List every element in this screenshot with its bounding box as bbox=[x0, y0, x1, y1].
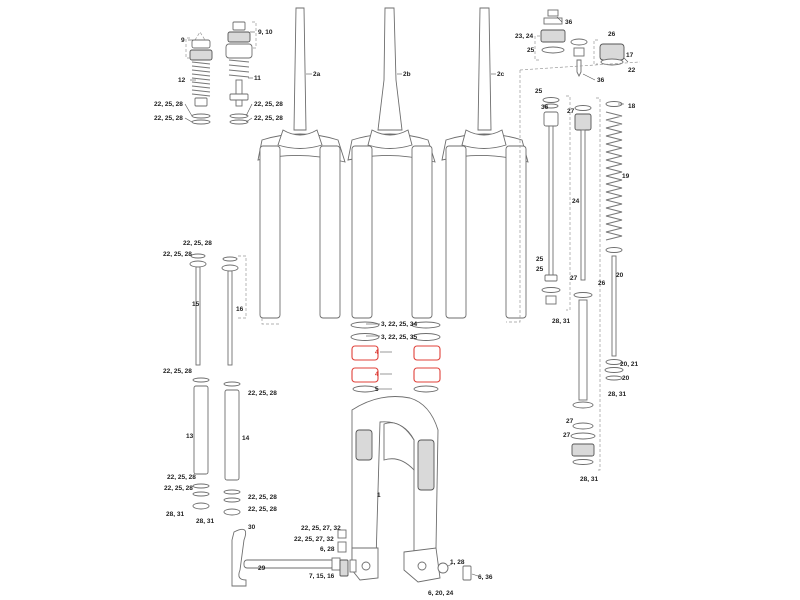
callout-22-25-28-k: 22, 25, 28 bbox=[248, 494, 277, 501]
callout-36-r1: 36 bbox=[541, 104, 549, 111]
callout-27-r1: 27 bbox=[567, 108, 575, 115]
callout-12: 12 bbox=[178, 77, 186, 84]
callout-22-25-28-a: 22, 25, 28 bbox=[154, 101, 183, 108]
callout-3-22-25-34: 3, 22, 25, 34 bbox=[381, 321, 418, 328]
leader-lines bbox=[184, 16, 629, 577]
callout-19: 19 bbox=[622, 173, 630, 180]
crown-steerer-2a bbox=[257, 7, 346, 325]
callout-7-15-16: 7, 15, 16 bbox=[309, 573, 335, 580]
callout-25-r1: 25 bbox=[535, 88, 543, 95]
callout-3-22-25-35: 3, 22, 25, 35 bbox=[381, 334, 418, 341]
axle-29 bbox=[231, 528, 341, 587]
callout-22-25-28-d: 22, 25, 28 bbox=[254, 115, 283, 122]
callout-27-r3: 27 bbox=[566, 418, 574, 425]
callout-22-top: 22 bbox=[628, 67, 636, 74]
callout-28-31-r2: 28, 31 bbox=[608, 391, 626, 398]
callout-2b: 2b bbox=[403, 71, 411, 78]
callout-28-31-r1: 28, 31 bbox=[552, 318, 570, 325]
callout-6-20-24: 6, 20, 24 bbox=[428, 590, 454, 597]
callout-36-top: 36 bbox=[565, 19, 573, 26]
callout-28-31-a: 28, 31 bbox=[166, 511, 184, 518]
callout-24: 24 bbox=[572, 198, 580, 205]
callout-13: 13 bbox=[186, 433, 194, 440]
callout-23-24: 23, 24 bbox=[515, 33, 533, 40]
coil-spring-19 bbox=[604, 101, 624, 381]
callout-20: 20 bbox=[616, 272, 624, 279]
callout-22-25-28-b: 22, 25, 28 bbox=[154, 115, 183, 122]
callout-22-25-28-f: 22, 25, 28 bbox=[163, 251, 192, 258]
damper-assembly-top-right bbox=[225, 21, 257, 125]
callout-22-25-28-c: 22, 25, 28 bbox=[254, 101, 283, 108]
callout-20-21: 20, 21 bbox=[620, 361, 638, 368]
callout-labels: 9 9, 10 12 11 22, 25, 28 22, 25, 28 22, … bbox=[154, 19, 638, 597]
callout-9: 9 bbox=[181, 37, 185, 44]
callout-36-mid: 36 bbox=[597, 77, 605, 84]
callout-20-b: 20 bbox=[622, 375, 630, 382]
right-shaft-assembly bbox=[519, 61, 641, 471]
callout-22-25-28-j: 22, 25, 28 bbox=[164, 485, 193, 492]
callout-18: 18 bbox=[628, 103, 636, 110]
callout-22-25-28-e: 22, 25, 28 bbox=[183, 240, 212, 247]
callout-26-r: 26 bbox=[598, 280, 606, 287]
top-cap-parts bbox=[534, 9, 625, 78]
callout-22-25-27-32-b: 22, 25, 27, 32 bbox=[294, 536, 334, 543]
callout-4b: 4 bbox=[375, 371, 379, 378]
callout-5: 5 bbox=[375, 386, 379, 393]
callout-1-28: 1, 28 bbox=[450, 559, 465, 566]
callout-22-25-28-g: 22, 25, 28 bbox=[163, 368, 192, 375]
callout-9-10: 9, 10 bbox=[258, 29, 273, 36]
callout-6-28: 6, 28 bbox=[320, 546, 335, 553]
callout-27-r2: 27 bbox=[570, 275, 578, 282]
callout-2a: 2a bbox=[313, 71, 321, 78]
callout-25-r2: 25 bbox=[536, 256, 544, 263]
callout-22-25-27-32-a: 22, 25, 27, 32 bbox=[301, 525, 341, 532]
rods-15-16 bbox=[189, 253, 247, 366]
callout-26-top: 26 bbox=[608, 31, 616, 38]
callout-14: 14 bbox=[242, 435, 250, 442]
callout-25-r3: 25 bbox=[536, 266, 544, 273]
callout-11: 11 bbox=[254, 75, 261, 82]
tubes-13-14 bbox=[192, 377, 241, 516]
damper-assembly-top-left bbox=[185, 31, 213, 125]
callout-2c: 2c bbox=[497, 71, 505, 78]
callout-17: 17 bbox=[626, 52, 634, 59]
callout-28-31-b: 28, 31 bbox=[196, 518, 214, 525]
callout-22-25-28-i: 22, 25, 28 bbox=[167, 474, 196, 481]
callout-6-36: 6, 36 bbox=[478, 574, 493, 581]
callout-27-r4: 27 bbox=[563, 432, 571, 439]
lower-legs-1 bbox=[351, 396, 441, 583]
callout-29: 29 bbox=[258, 565, 266, 572]
callout-15: 15 bbox=[192, 301, 200, 308]
callout-28-31-r3: 28, 31 bbox=[580, 476, 598, 483]
callout-1: 1 bbox=[377, 492, 381, 499]
callout-4a: 4 bbox=[375, 349, 379, 356]
callout-22-25-28-h: 22, 25, 28 bbox=[248, 390, 277, 397]
seal-bushing-stack bbox=[350, 321, 441, 393]
crown-steerer-2c bbox=[441, 7, 529, 323]
crown-steerer-2b bbox=[347, 7, 436, 319]
callout-22-25-28-l: 22, 25, 28 bbox=[248, 506, 277, 513]
small-hardware bbox=[337, 529, 472, 581]
callout-30: 30 bbox=[248, 524, 256, 531]
callout-16: 16 bbox=[236, 306, 244, 313]
callout-25-top: 25 bbox=[527, 47, 535, 54]
